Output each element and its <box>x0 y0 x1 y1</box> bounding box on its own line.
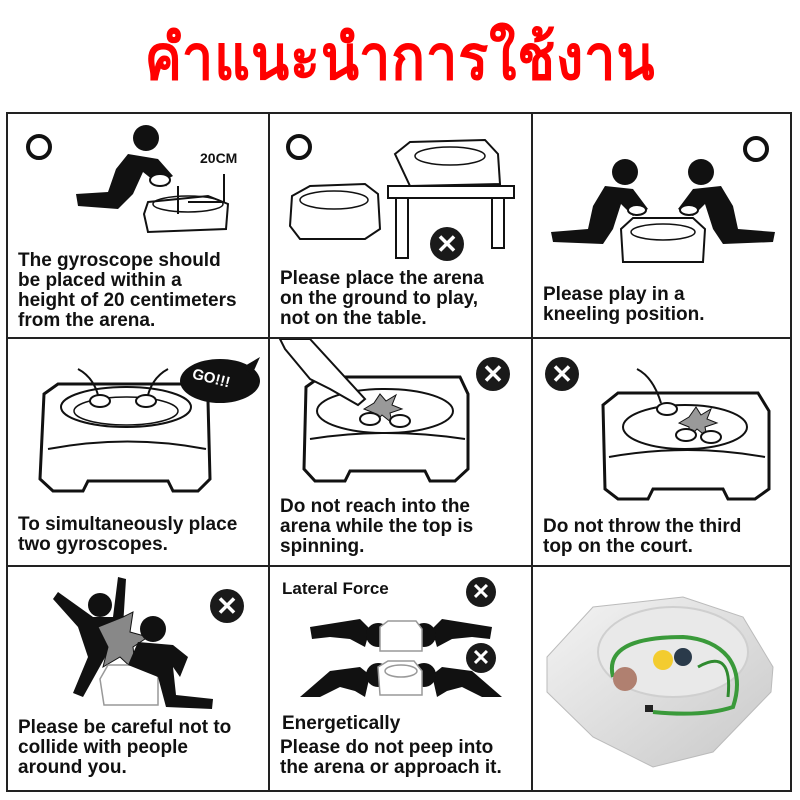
lateral-force-label: Lateral Force <box>282 579 389 598</box>
correct-circle-icon <box>743 136 769 162</box>
correct-circle-icon <box>286 134 312 160</box>
arena-ground-vs-table-illustration <box>288 138 515 259</box>
page-title: คำแนะนำการใช้งาน <box>144 21 656 94</box>
wrong-x-icon: ✕ <box>466 577 496 607</box>
third-top-arena-illustration <box>601 368 771 501</box>
wrong-x-icon: ✕ <box>430 227 464 261</box>
wrong-x-icon: ✕ <box>210 589 244 623</box>
peeping-players-illustration <box>300 619 502 697</box>
two-kneeling-players-illustration <box>551 159 775 263</box>
height-callout-label: 20CM <box>200 150 238 166</box>
panel-no-peeping: Lateral Force ✕ ✕ Energetically Please d… <box>270 567 533 790</box>
correct-circle-icon <box>26 134 52 160</box>
hand-reaching-arena-illustration <box>278 339 470 483</box>
wrong-x-icon: ✕ <box>545 357 579 391</box>
arena-two-tops-illustration <box>38 357 260 493</box>
wrong-x-icon: ✕ <box>466 643 496 673</box>
panel-arena-photo <box>533 567 790 790</box>
wrong-x-icon: ✕ <box>476 357 510 391</box>
colliding-players-illustration <box>53 577 213 709</box>
energetically-label: Energetically <box>282 713 401 734</box>
kneeling-player-illustration <box>76 125 230 234</box>
arena-photo-image <box>546 596 774 768</box>
